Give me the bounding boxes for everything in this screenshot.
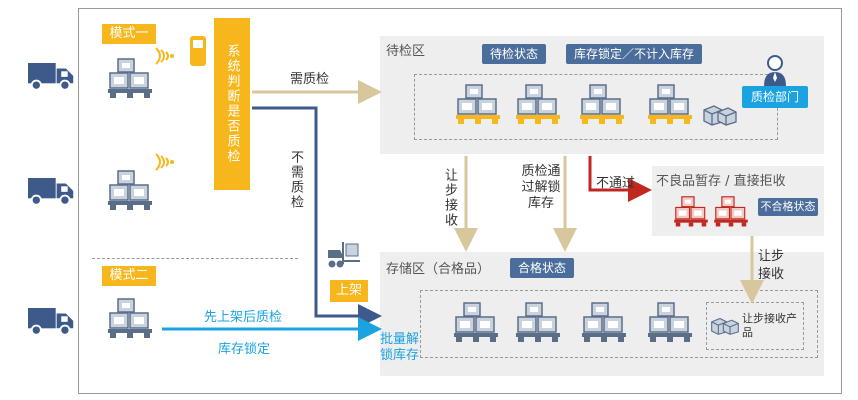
pallet-icon [516,302,560,344]
boxes-icon [702,104,738,126]
qc-pass-text: 质检通过解锁库存 [521,164,561,211]
pallet-icon [648,84,692,126]
mode-divider [92,258,298,259]
pallet-icon [108,298,152,340]
lock-stock-label: 库存锁定 [218,342,271,357]
pallet-icon [582,302,626,344]
mode1-label: 模式一 [102,24,156,44]
defect-zone-title: 不良品暂存 / 直接拒收 [656,174,786,189]
storage-pallet-area [420,290,818,358]
mode2-label: 模式二 [102,266,156,286]
pallet-icon [108,58,152,100]
pallet-icon [674,196,708,228]
pallet-icon [454,302,498,344]
qc-dept-box: 质检部门 [742,86,808,108]
pending-status-badge: 待检状态 [482,44,547,64]
pallet-icon [108,170,152,212]
signal-icon [152,44,176,68]
need-qc-label: 需质检 [290,72,330,87]
batch-unlock-label: 批量解锁库存 [380,332,424,364]
lock-stock-badge: 库存锁定／不计入库存 [566,44,703,64]
boxes-icon [710,316,740,336]
concession-products-label: 让步接收产品 [742,312,798,340]
inspection-zone-title: 待检区 [386,44,426,59]
concession-accept-2-label: 让步接收 [758,248,788,284]
concession-accept-label: 让步接收 [442,168,457,228]
forklift-icon [326,240,370,270]
pallet-icon [714,196,748,228]
concession-products-text: 让步接收产品 [742,312,797,339]
pallet-icon [456,84,500,126]
shelve-first-label: 先上架后质检 [204,310,283,325]
shelve-box: 上架 [330,280,368,302]
inspector-icon [762,54,788,86]
pallet-icon [580,84,624,126]
reject-status-text: 不合格状态 [760,200,816,213]
batch-unlock-text: 批量解锁库存 [380,332,420,363]
pallet-icon [648,302,692,344]
fail-label: 不通过 [596,176,636,191]
pallet-icon [516,84,560,126]
qualified-status-badge: 合格状态 [510,258,575,278]
decision-box: 系统判断是否质检 [214,18,250,190]
no-qc-label: 不需质检 [288,150,303,210]
storage-zone-title: 存储区（合格品） [386,262,491,277]
signal-icon [152,150,176,174]
reject-status-badge: 不合格状态 [758,198,818,216]
concession-accept-2-text: 让步接收 [758,249,785,282]
handheld-scanner-icon [190,36,206,66]
qc-pass-label: 质检通过解锁库存 [520,164,562,212]
